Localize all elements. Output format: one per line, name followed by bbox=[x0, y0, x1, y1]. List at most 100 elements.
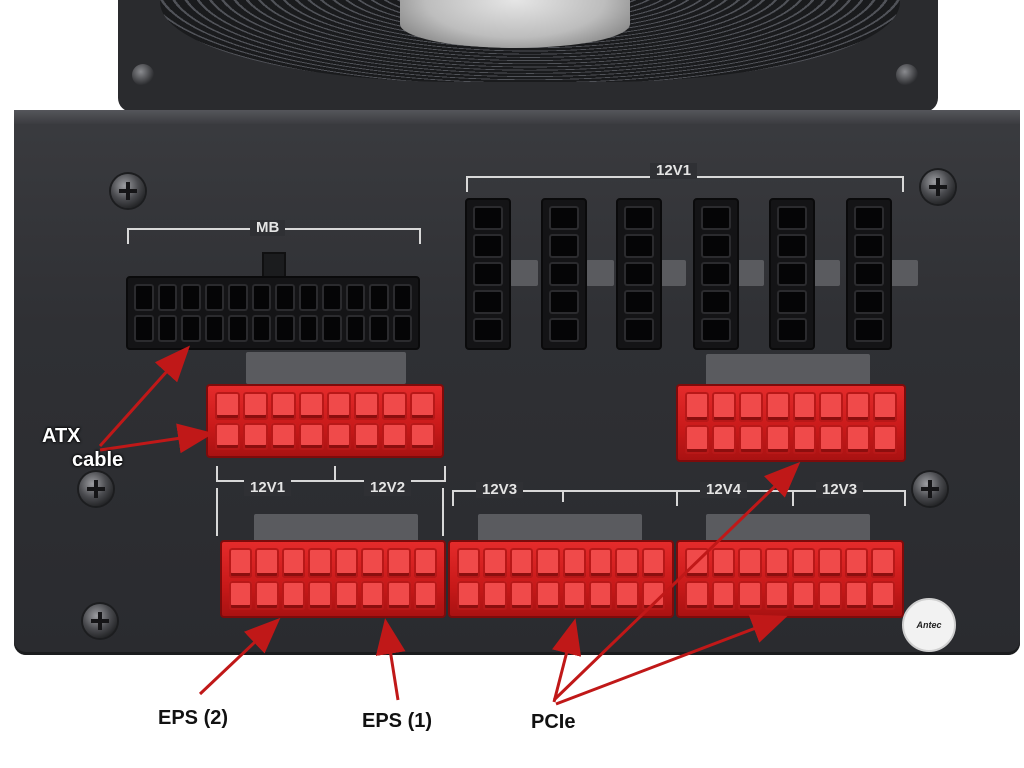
pcie-socket-right[interactable] bbox=[676, 540, 904, 618]
connector-pin bbox=[819, 392, 844, 422]
peripheral-socket-5[interactable] bbox=[769, 198, 815, 350]
annotation-pcie: PCIe bbox=[531, 711, 576, 733]
connector-pin bbox=[873, 424, 897, 454]
connector-pin bbox=[777, 206, 807, 230]
connector-pin bbox=[242, 422, 268, 450]
peripheral-socket-6[interactable] bbox=[846, 198, 892, 350]
connector-pin bbox=[255, 580, 279, 610]
connector-pin bbox=[615, 580, 639, 610]
connector-pin bbox=[764, 580, 789, 610]
connector-pin bbox=[701, 206, 731, 230]
connector-pin bbox=[854, 262, 884, 286]
connector-pin bbox=[326, 392, 352, 420]
panel-screw bbox=[111, 174, 145, 208]
connector-pin bbox=[242, 392, 268, 420]
connector-pin bbox=[738, 548, 762, 578]
mb-24pin-socket[interactable] bbox=[126, 276, 420, 350]
connector-pin bbox=[792, 424, 817, 454]
connector-pin bbox=[818, 580, 842, 610]
connector-pin bbox=[854, 290, 884, 314]
fan-screw bbox=[896, 64, 918, 86]
connector-pin bbox=[369, 284, 389, 311]
connector-pin bbox=[685, 424, 709, 454]
connector-pin bbox=[588, 548, 613, 578]
connector-pin bbox=[413, 548, 437, 578]
annotation-eps2: EPS (2) bbox=[158, 707, 229, 729]
connector-pin bbox=[410, 392, 435, 420]
rail-label-12v3-mid: 12V3 bbox=[476, 482, 524, 498]
connector-pin bbox=[738, 392, 763, 422]
rail-label-12v4: 12V4 bbox=[700, 482, 748, 498]
connector-pin bbox=[871, 580, 895, 610]
connector-pin bbox=[549, 234, 579, 258]
connector-pin bbox=[369, 315, 389, 342]
connector-pin bbox=[641, 548, 665, 578]
connector-pin bbox=[846, 424, 871, 454]
eps-socket-pair[interactable] bbox=[220, 540, 446, 618]
pcie-socket-middle[interactable] bbox=[448, 540, 674, 618]
panel-edge bbox=[14, 110, 1020, 124]
connector-pin bbox=[777, 318, 807, 342]
connector-pin bbox=[701, 262, 731, 286]
connector-pin bbox=[457, 580, 481, 610]
connector-pin bbox=[334, 580, 358, 610]
connector-pin bbox=[298, 315, 318, 342]
connector-pin bbox=[549, 318, 579, 342]
connector-pin bbox=[854, 318, 884, 342]
connector-pin bbox=[308, 548, 332, 578]
peripheral-socket-1[interactable] bbox=[465, 198, 511, 350]
pcie-socket-top[interactable] bbox=[676, 384, 906, 462]
connector-pin bbox=[392, 315, 412, 342]
peripheral-socket-2[interactable] bbox=[541, 198, 587, 350]
annotation-atx-line1: ATX bbox=[42, 425, 81, 447]
connector-pin bbox=[181, 284, 201, 311]
connector-pin bbox=[846, 392, 871, 422]
atx-secondary-socket[interactable] bbox=[206, 384, 444, 458]
connector-pin bbox=[228, 315, 248, 342]
connector-pin bbox=[685, 580, 709, 610]
socket-tab bbox=[736, 260, 764, 286]
connector-pin bbox=[215, 422, 240, 450]
connector-pin bbox=[791, 548, 816, 578]
12v4-bracket bbox=[562, 490, 794, 502]
rail-label-12v1: 12V1 bbox=[244, 480, 292, 496]
connector-pin bbox=[685, 548, 709, 578]
connector-pin bbox=[157, 284, 177, 311]
socket-recess bbox=[254, 514, 418, 542]
peripheral-socket-4[interactable] bbox=[693, 198, 739, 350]
connector-pin bbox=[308, 580, 332, 610]
connector-pin bbox=[844, 548, 869, 578]
connector-pin bbox=[229, 580, 253, 610]
connector-pin bbox=[777, 262, 807, 286]
connector-pin bbox=[624, 318, 654, 342]
peripheral-socket-3[interactable] bbox=[616, 198, 662, 350]
socket-tab bbox=[812, 260, 840, 286]
mb-label: MB bbox=[250, 220, 286, 236]
connector-pin bbox=[275, 284, 295, 311]
panel-screw bbox=[83, 604, 117, 638]
bracket-leg bbox=[216, 488, 218, 536]
connector-pin bbox=[854, 206, 884, 230]
rail-label-12v2: 12V2 bbox=[364, 480, 412, 496]
connector-pin bbox=[354, 392, 380, 420]
connector-pin bbox=[765, 424, 790, 454]
connector-pin bbox=[360, 548, 385, 578]
connector-pin bbox=[382, 422, 408, 450]
socket-tab bbox=[890, 260, 918, 286]
connector-pin bbox=[873, 392, 897, 422]
connector-pin bbox=[413, 580, 437, 610]
connector-pin bbox=[764, 548, 789, 578]
connector-pin bbox=[228, 284, 248, 311]
fan-screw bbox=[132, 64, 154, 86]
connector-pin bbox=[251, 284, 271, 311]
socket-tab bbox=[658, 260, 686, 286]
connector-pin bbox=[562, 580, 586, 610]
warranty-seal: Antec bbox=[902, 598, 956, 652]
annotation-eps1: EPS (1) bbox=[362, 710, 433, 732]
panel-screw bbox=[913, 472, 947, 506]
connector-pin bbox=[738, 424, 763, 454]
socket-tab bbox=[586, 260, 614, 286]
connector-pin bbox=[624, 290, 654, 314]
connector-pin bbox=[270, 392, 296, 420]
connector-pin bbox=[326, 422, 352, 450]
